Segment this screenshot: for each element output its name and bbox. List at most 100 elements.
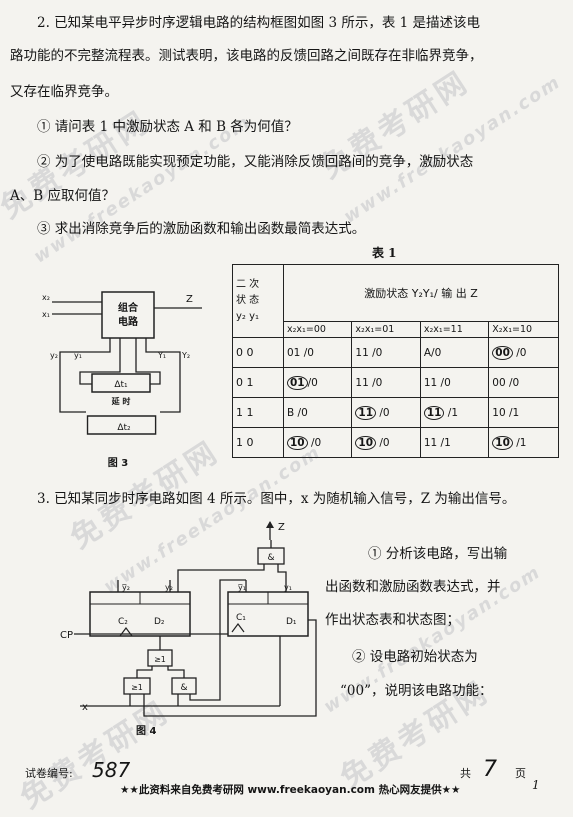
- table1-cell: 11 /0: [419, 367, 490, 398]
- stable-state-circle: 10: [355, 435, 377, 450]
- q2-sub2b: A、B 应取何值？: [10, 188, 115, 204]
- table1-state-cell: 0 0: [232, 337, 284, 368]
- table1-cell: 10 /0: [351, 427, 421, 458]
- fig3-caption: 图 3: [108, 457, 128, 469]
- q2-line1: 2. 已知某电平异步时序逻辑电路的结构框图如图 3 所示，表 1 是描述该电: [37, 15, 481, 31]
- stable-state-circle: 10: [492, 435, 513, 450]
- table1-state-cell: 1 0: [232, 427, 284, 458]
- table1-col-01: x₂x₁=01: [351, 321, 421, 338]
- fig3-delay2: Δt₂: [117, 423, 131, 433]
- q2-sub2a: ② 为了使电路既能实现预定功能，又能消除反馈回路间的竞争，激励状态: [37, 154, 474, 170]
- stable-state-circle: 01: [287, 375, 308, 390]
- fig4-d1: D₁: [286, 617, 297, 627]
- table1-cell: B /0: [282, 397, 353, 428]
- table1-cell-output: /1: [512, 436, 527, 449]
- table1-main-header: 激励状态 Y₂Y₁/ 输 出 Z: [283, 264, 559, 322]
- q2-sub1: ① 请问表 1 中激励状态 A 和 B 各为何值？: [37, 119, 298, 135]
- figure-3: x₂ x₁ 组合 电路 Z Δt₁ 延 时 Δt₂ y₂ y₁ Y₁ Y₂ 图 …: [42, 291, 202, 469]
- page-label: 页: [515, 767, 526, 780]
- fig4-z: Z: [278, 522, 285, 533]
- fig4-q1bar: y̅₁: [237, 583, 246, 592]
- fig4-d2: D₂: [154, 617, 165, 627]
- table1-cell: 01 /0: [282, 337, 353, 368]
- table1-col-10: X₂x₁=10: [488, 321, 559, 338]
- fig4-or2: ≥1: [131, 683, 143, 692]
- table1-cell: 11 /0: [351, 337, 421, 368]
- q2-line3: 又存在临界竞争。: [10, 84, 118, 100]
- fig4-cp: CP: [60, 630, 73, 641]
- combinational-block: [101, 291, 155, 339]
- q2-sub3: ③ 求出消除竞争后的激励函数和输出函数最简表达式。: [37, 221, 366, 237]
- fig3-Y2: Y₂: [181, 351, 190, 360]
- fig4-q1: y₁: [284, 583, 292, 592]
- fig3-output-z: Z: [186, 294, 193, 305]
- q3-side1a: ① 分析该电路，写出输: [368, 546, 508, 562]
- footer-banner: ★★此资料来自免费考研网 www.freekaoyan.com 热心网友提供★★: [120, 784, 461, 796]
- table1-cell: 11 /0: [351, 397, 421, 428]
- q3-side2a: ② 设电路初始状态为: [352, 649, 478, 665]
- table1-cell: A/0: [419, 337, 490, 368]
- fig3-delay1: Δt₁: [114, 380, 128, 390]
- table1-state-cell: 0 1: [232, 367, 284, 398]
- fig3-input-x1: x₁: [42, 310, 50, 319]
- q3-side2b: “00”，说明该电路功能：: [340, 683, 493, 699]
- watermark-en: www.freekaoyan.com: [340, 71, 565, 228]
- table1-head-state-3: y₂ y₁: [236, 311, 260, 322]
- delay-box-1: [91, 373, 151, 393]
- q3-line1: 3. 已知某同步时序电路如图 4 所示。图中，x 为随机输入信号，Z 为输出信号…: [37, 491, 516, 507]
- table1-cell-output: /1: [444, 406, 459, 419]
- q2-line2: 路功能的不完整流程表。测试表明，该电路的反馈回路之间既存在非临界竞争，: [10, 48, 483, 64]
- table1-cell-output: /0: [512, 346, 527, 359]
- stable-state-circle: 11: [423, 405, 445, 420]
- table1-state-cell: 1 1: [232, 397, 284, 428]
- exam-page: 免费考研网 www.freekaoyan.com 免费考研网 www.freek…: [0, 15, 565, 816]
- page-value: 1: [532, 778, 540, 792]
- fig3-block-line1: 组合: [118, 301, 139, 314]
- q3-side1c: 作出状态表和状态图；: [325, 612, 460, 628]
- stable-state-circle: 00: [492, 345, 513, 360]
- table1-cell-output: /0: [376, 406, 390, 419]
- fig4-c1: C₁: [236, 613, 246, 623]
- table1-cell: 01/0: [282, 367, 353, 398]
- fig4-and: &: [180, 683, 187, 693]
- fig3-input-x2: x₂: [42, 293, 50, 302]
- total-value: 7: [483, 757, 497, 782]
- fig4-or: ≥1: [154, 655, 166, 664]
- table1-cell-output: /0: [376, 436, 390, 449]
- table1-cell-output: /0: [307, 376, 318, 389]
- fig3-Y1: Y₁: [157, 351, 166, 360]
- fig4-c2: C₂: [118, 617, 128, 627]
- fig4-q2: y₂: [165, 583, 173, 592]
- table1-cell: 10 /0: [282, 427, 353, 458]
- table1-state-header: 二 次 状 态 y₂ y₁: [232, 264, 284, 338]
- table1-cell: 10 /1: [488, 397, 559, 428]
- table1-cell: 11 /1: [419, 427, 490, 458]
- table1-cell: 11 /0: [351, 367, 421, 398]
- fig4-x: x: [82, 702, 88, 713]
- table1-title: 表 1: [372, 246, 397, 260]
- fig4-caption: 图 4: [136, 725, 156, 737]
- delay-box-2: [86, 415, 157, 435]
- table1-col-00: x₂x₁=00: [282, 321, 353, 338]
- table1-cell-output: /0: [307, 436, 322, 449]
- table-1: 二 次 状 态 y₂ y₁ 激励状态 Y₂Y₁/ 输 出 Z x₂x₁=00 x…: [232, 264, 559, 458]
- fig4-q2bar: y̅₂: [121, 583, 130, 592]
- table1-cell: 11 /1: [419, 397, 490, 428]
- paper-code-value: 587: [92, 758, 131, 782]
- fig4-and-top: &: [267, 553, 274, 563]
- table1-cell: 00 /0: [488, 337, 559, 368]
- table1-col-11: x₂x₁=11: [419, 321, 490, 338]
- fig3-delay-label: 延 时: [111, 396, 131, 406]
- table1-head-state-2: 状 态: [236, 295, 260, 306]
- fig3-y2: y₂: [50, 351, 58, 360]
- fig3-block-line2: 电路: [118, 315, 139, 328]
- table1-cell: 00 /0: [488, 367, 559, 398]
- stable-state-circle: 10: [287, 435, 308, 450]
- table1-cell: 10 /1: [488, 427, 559, 458]
- table1-head-state-1: 二 次: [236, 279, 260, 290]
- stable-state-circle: 11: [355, 405, 377, 420]
- fig3-y1: y₁: [74, 351, 82, 360]
